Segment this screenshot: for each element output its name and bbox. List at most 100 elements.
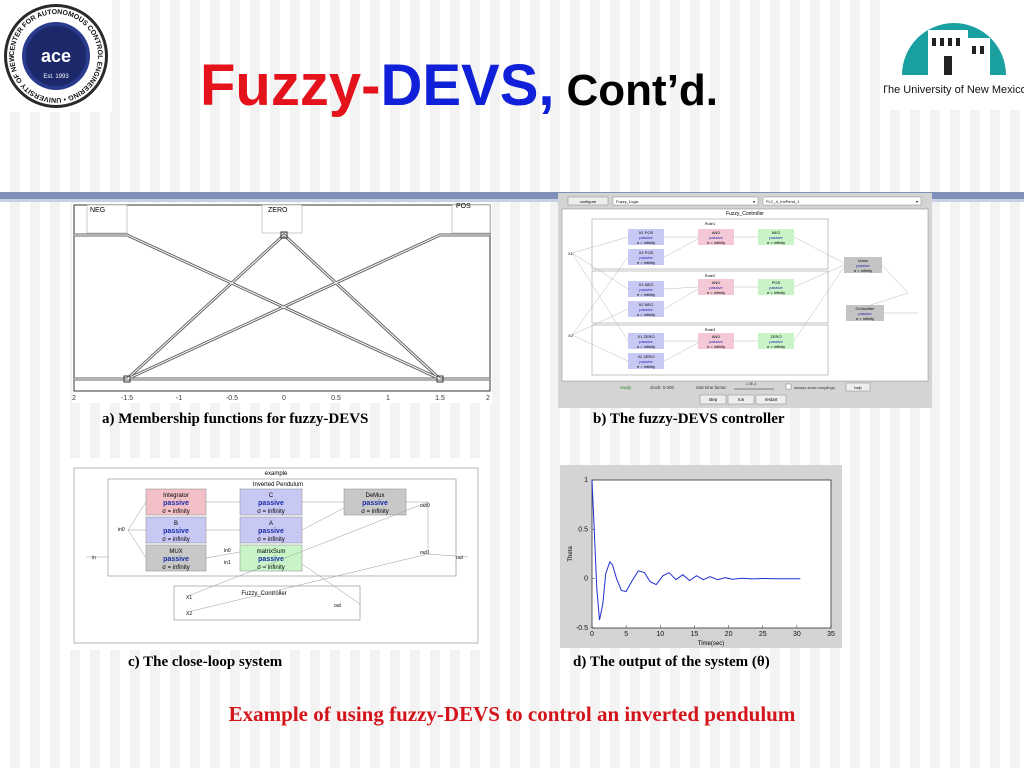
svg-text:passive: passive — [709, 235, 723, 240]
svg-text:AND: AND — [712, 280, 721, 285]
svg-text:X2 NEG: X2 NEG — [639, 302, 654, 307]
svg-text:passive: passive — [856, 263, 870, 268]
plot-xtick: 5 — [624, 631, 628, 638]
svg-text:passive: passive — [769, 339, 783, 344]
matrixsum-block — [239, 544, 303, 572]
svg-text:passive: passive — [163, 556, 189, 563]
plot-area — [591, 479, 832, 629]
fuzzy-controller-panel: configure Fuzzy_Logic ▾ FLC_4_InvPend_1 … — [558, 193, 932, 408]
configure-button[interactable] — [567, 196, 609, 206]
svg-text:restart: restart — [765, 397, 779, 402]
controller-title: Fuzzy_Controller — [726, 211, 764, 217]
mf-tick: 1.5 — [435, 395, 445, 402]
svg-text:X2 ZERO: X2 ZERO — [637, 354, 654, 359]
svg-text:σ = infinity: σ = infinity — [162, 509, 190, 515]
svg-text:matrixSum: matrixSum — [257, 549, 286, 555]
svg-text:passive: passive — [258, 528, 284, 535]
help-button[interactable] — [845, 382, 871, 392]
svg-text:σ = infinity: σ = infinity — [637, 260, 655, 265]
chevron-down-icon: ▾ — [753, 199, 755, 204]
mf-label-pos: POS — [456, 203, 471, 210]
plot-ytick: 0.5 — [578, 526, 588, 533]
closed-loop-subtitle: Inverted Pendulum — [253, 482, 303, 488]
b-block — [145, 516, 207, 544]
svg-text:Defuzzifier: Defuzzifier — [856, 306, 876, 311]
ace-logo-year: Est. 1993 — [43, 74, 69, 80]
svg-text:passive: passive — [639, 235, 653, 240]
model-dropdown[interactable] — [612, 196, 759, 206]
plot-xtick: 0 — [590, 631, 594, 638]
svg-text:MUX: MUX — [169, 549, 182, 555]
svg-text:Union: Union — [858, 258, 868, 263]
mf-tick: -1 — [176, 395, 182, 402]
svg-text:σ = infinity: σ = infinity — [707, 290, 725, 295]
port-x2: X2 — [568, 333, 574, 338]
ace-logo: ace Est. 1993 CENTER FOR AUTONOMOUS CONT… — [0, 0, 112, 112]
svg-text:σ = infinity: σ = infinity — [361, 509, 389, 515]
fuzzy-controller-block — [173, 585, 361, 621]
svg-text:B: B — [174, 521, 178, 527]
svg-text:passive: passive — [639, 339, 653, 344]
bottom-caption: Example of using fuzzy-DEVS to control a… — [228, 702, 796, 726]
integrator-block — [145, 488, 207, 516]
rule3-label: Rule3 — [705, 327, 716, 332]
svg-text:passive: passive — [362, 500, 388, 507]
svg-text:NEG: NEG — [772, 230, 781, 235]
show-couplings-checkbox[interactable] — [785, 383, 792, 390]
mf-point-top — [280, 231, 288, 239]
svg-text:σ = infinity: σ = infinity — [637, 344, 655, 349]
svg-text:AND: AND — [712, 230, 721, 235]
instance-dropdown-value: FLC_4_InvPend_1 — [766, 199, 800, 204]
rule2-label: Rule2 — [705, 273, 716, 278]
svg-text:help: help — [854, 385, 862, 390]
svg-text:passive: passive — [258, 500, 284, 507]
svg-text:run: run — [738, 397, 745, 402]
svg-text:in: in — [92, 555, 96, 561]
mf-tick: -1.5 — [121, 395, 133, 402]
plot-xtick: 15 — [691, 631, 699, 638]
svg-text:passive: passive — [709, 285, 723, 290]
plot-ylabel: Theta — [568, 546, 574, 562]
mf-tick: 1 — [386, 395, 390, 402]
mf-tick: -0.5 — [226, 395, 238, 402]
svg-text:σ = infinity: σ = infinity — [162, 537, 190, 543]
configure-label: configure — [580, 199, 597, 204]
ace-logo-center: ace — [41, 46, 71, 66]
svg-text:σ = infinity: σ = infinity — [707, 240, 725, 245]
caption-b: b) The fuzzy-DEVS controller — [593, 411, 785, 427]
plot-ytick: 1 — [584, 477, 588, 484]
run-button[interactable] — [727, 394, 755, 405]
svg-text:out1: out1 — [420, 550, 430, 556]
plot-xtick: 20 — [725, 631, 733, 638]
svg-text:σ = infinity: σ = infinity — [637, 312, 655, 317]
caption-c: c) The close-loop system — [128, 654, 283, 670]
svg-text:X1 NEG: X1 NEG — [639, 282, 654, 287]
mf-tick: 2 — [486, 395, 490, 402]
svg-text:σ = infinity: σ = infinity — [767, 290, 785, 295]
mf-tick: 0 — [282, 395, 286, 402]
membership-functions-panel: NEG ZERO POS 2 -1.5 -1 -0.5 0 0.5 1 1.5 … — [72, 203, 492, 403]
svg-text:passive: passive — [639, 359, 653, 364]
svg-text:passive: passive — [858, 311, 872, 316]
svg-text:C: C — [269, 493, 274, 499]
svg-text:passive: passive — [639, 307, 653, 312]
svg-text:in0: in0 — [118, 527, 125, 533]
svg-text:passive: passive — [709, 339, 723, 344]
svg-text:AND: AND — [712, 334, 721, 339]
step-button[interactable] — [699, 394, 727, 405]
status-rtf: real time factor: — [696, 385, 727, 390]
title-contd: Cont’d. — [566, 66, 719, 115]
status-rtf-value: 1.0E-4 — [746, 382, 756, 386]
a-block — [239, 516, 303, 544]
svg-text:Fuzzy_Controller: Fuzzy_Controller — [241, 591, 286, 597]
svg-text:σ = infinity: σ = infinity — [637, 292, 655, 297]
port-x1: X1 — [568, 251, 574, 256]
instance-dropdown[interactable] — [762, 196, 922, 206]
model-dropdown-value: Fuzzy_Logic — [616, 199, 638, 204]
closed-loop-title: example — [265, 471, 288, 477]
rtf-slider[interactable] — [734, 388, 774, 390]
plot-xlabel: Time(sec) — [698, 641, 724, 647]
chevron-down-icon: ▾ — [916, 199, 918, 204]
plot-ytick: 0 — [584, 576, 588, 583]
restart-button[interactable] — [755, 394, 787, 405]
